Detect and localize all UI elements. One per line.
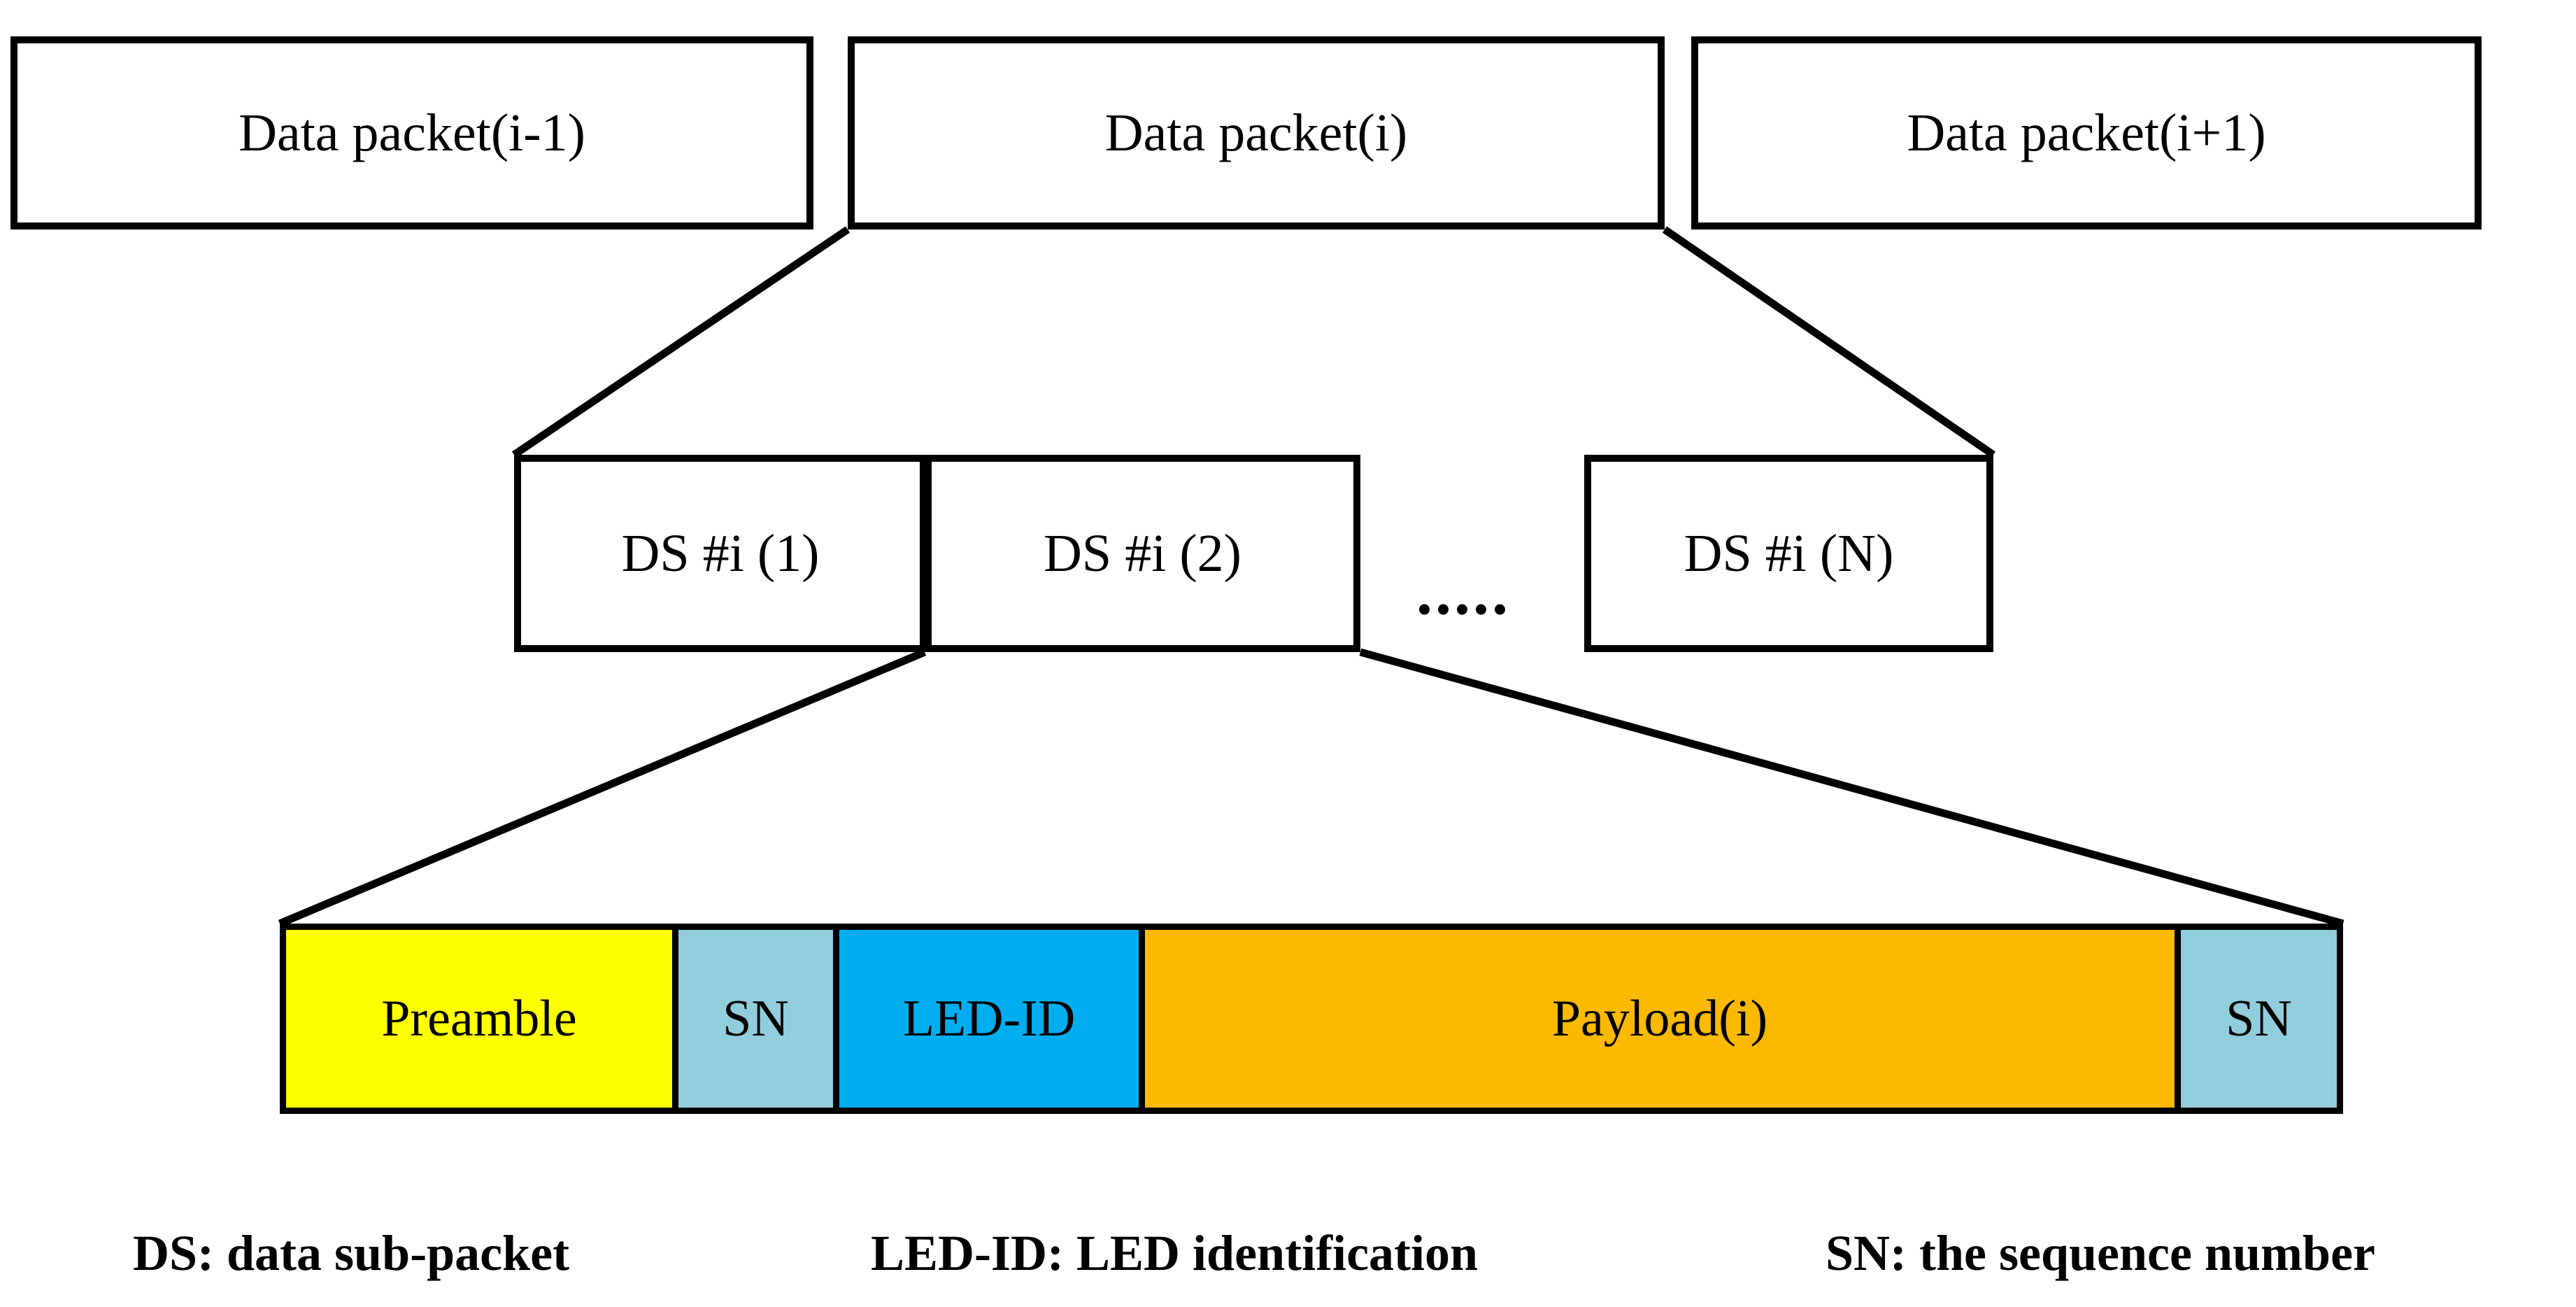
legend-led-id-label: LED-ID: LED identification [871, 1225, 1479, 1281]
legend-sn: SN: the sequence number [1826, 1228, 2375, 1278]
subpacket-ellipsis-label: ..... [1416, 556, 1511, 628]
connector-packet-to-subpackets [511, 226, 851, 458]
subpacket-ellipsis: ..... [1416, 560, 1511, 624]
legend-led-id: LED-ID: LED identification [871, 1228, 1478, 1278]
frame-field-led-id-label: LED-ID [902, 990, 1076, 1047]
subpacket-box-n[interactable]: DS #i (N) [1584, 455, 1993, 652]
subpacket-box-2[interactable]: DS #i (2) [925, 455, 1360, 652]
legend-sn-label: SN: the sequence number [1826, 1225, 2375, 1281]
packet-box-previous[interactable]: Data packet(i-1) [10, 36, 813, 229]
connector-packet-to-subpackets-right [1662, 226, 1996, 458]
packet-box-previous-label: Data packet(i-1) [239, 104, 585, 162]
frame-field-sn-trailing-label: SN [2226, 990, 2292, 1047]
frame-field-preamble[interactable]: Preamble [280, 924, 678, 1114]
frame-field-sn-leading-label: SN [723, 990, 789, 1047]
subpacket-box-1[interactable]: DS #i (1) [514, 455, 927, 652]
subpacket-box-1-label: DS #i (1) [621, 524, 820, 583]
packet-box-next[interactable]: Data packet(i+1) [1691, 36, 2482, 229]
frame-field-payload-label: Payload(i) [1551, 990, 1768, 1047]
connector-subpacket-to-frame-left [278, 648, 927, 928]
frame-field-payload[interactable]: Payload(i) [1139, 924, 2181, 1114]
subpacket-box-2-label: DS #i (2) [1044, 524, 1241, 583]
packet-box-current[interactable]: Data packet(i) [848, 36, 1665, 229]
connector-subpacket-to-frame-right [1359, 648, 2344, 928]
subpacket-box-n-label: DS #i (N) [1684, 524, 1894, 583]
packet-box-current-label: Data packet(i) [1104, 104, 1408, 162]
legend-ds-label: DS: data sub-packet [133, 1225, 570, 1281]
legend-ds: DS: data sub-packet [133, 1228, 569, 1278]
frame-field-led-id[interactable]: LED-ID [833, 924, 1145, 1114]
frame-field-sn-leading[interactable]: SN [672, 924, 839, 1114]
frame-field-preamble-label: Preamble [381, 990, 577, 1047]
frame-field-sn-trailing[interactable]: SN [2175, 924, 2343, 1114]
packet-box-next-label: Data packet(i+1) [1907, 104, 2266, 162]
